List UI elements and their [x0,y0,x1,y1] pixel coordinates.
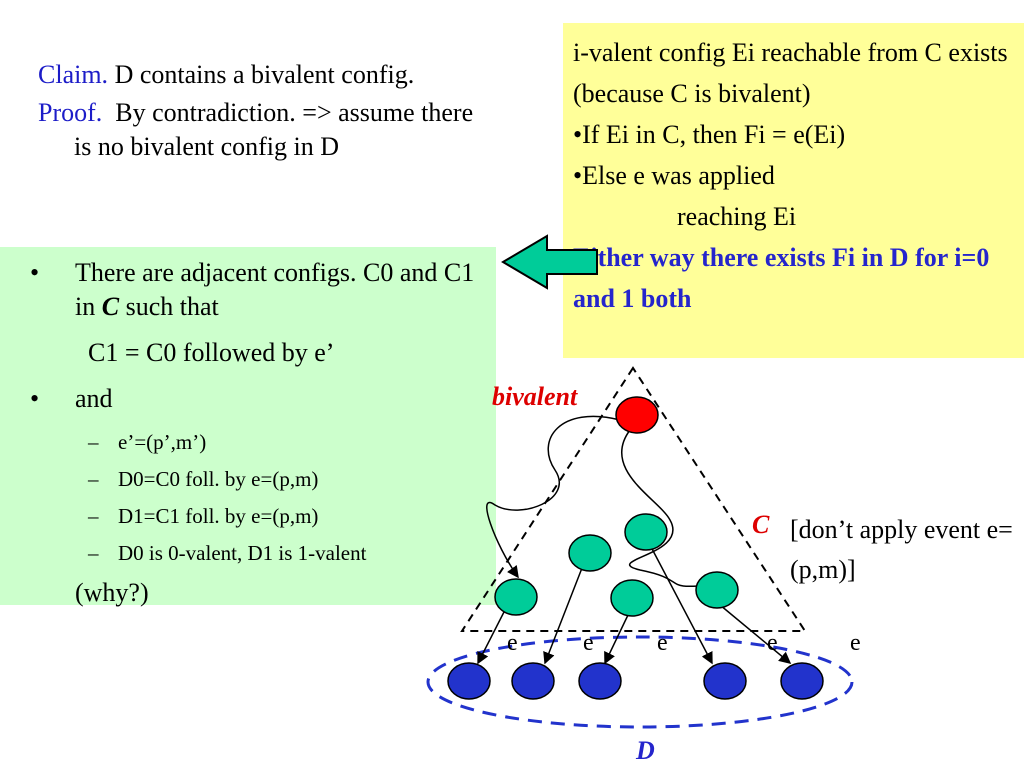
claim-paragraph: Claim. D contains a bivalent config. [38,58,478,92]
bullet-text-1-c: C [101,292,120,321]
proof-keyword: Proof. [38,98,103,127]
d-config-node [703,662,747,700]
sub-item-text: D0=C0 foll. by e=(p,m) [118,467,319,491]
claim-proof-block: Claim. D contains a bivalent config. Pro… [38,58,478,168]
d-config-node [511,662,555,700]
edge-label-e: e [507,630,518,656]
config-node [494,578,538,616]
sub-item-text: D1=C1 foll. by e=(p,m) [118,504,319,528]
d-config-node [447,662,491,700]
bullet-continuation: C1 = C0 followed by e’ [88,338,335,367]
execution-path-left [486,415,621,579]
callout-line-3: •Else e was applied [573,161,775,190]
callout-line-2: •If Ei in C, then Fi = e(Ei) [573,120,846,149]
yellow-callout-box [563,23,1024,358]
sub-item: –D0 is 0-valent, D1 is 1-valent [30,539,496,567]
config-node [568,534,612,572]
edge-arrow [543,567,583,665]
edge-arrow [719,604,792,664]
edge-label-e: e [583,630,594,656]
callout-conclusion: Either way there exists Fi in D for i=0 … [573,243,990,313]
config-node [610,579,654,617]
sub-dash: – [88,430,99,454]
c-set-label: C [752,510,770,539]
why-note: (why?) [75,578,149,607]
bivalent-label: bivalent [492,382,578,411]
left-arrow-icon [501,234,598,290]
sub-item: –e’=(p’,m’) [30,428,496,456]
bullet-text-1a: There are adjacent configs. C0 and C1 in [75,258,475,321]
sub-item: –D1=C1 foll. by e=(p,m) [30,502,496,530]
claim-keyword: Claim. [38,60,109,89]
edge-arrow [604,614,629,665]
edge-label-e: e [850,630,861,656]
bullet-item-and: • and [30,382,496,416]
green-bullet-box [0,247,496,605]
config-node [695,571,739,609]
execution-path-right [621,429,712,593]
sub-item-text: D0 is 0-valent, D1 is 1-valent [118,541,367,565]
edge-label-e: e [657,630,668,656]
bullet-text-1b: such that [119,292,219,321]
bullet-list: • There are adjacent configs. C0 and C1 … [30,256,496,610]
edge-arrow [649,544,713,665]
configuration-ellipse-d [426,635,854,729]
yellow-callout-text: i-valent config Ei reachable from C exis… [573,32,1021,319]
sub-dash: – [88,541,99,565]
claim-text: D contains a bivalent config. [108,60,415,89]
bullet-text-and: and [75,384,113,413]
c-set-note: [don’t apply event e=(p,m)] [790,515,1013,584]
proof-paragraph: Proof. By contradiction. => assume there… [38,96,478,164]
callout-line-4: reaching Ei [677,202,797,231]
sub-dash: – [88,467,99,491]
config-node [624,513,668,551]
configuration-triangle-c [460,366,807,632]
sub-item-text: e’=(p’,m’) [118,430,207,454]
edge-arrow [477,609,506,665]
sub-dash: – [88,504,99,528]
d-config-node [578,662,622,700]
d-set-label: D [636,736,655,765]
sub-item: –D0=C0 foll. by e=(p,m) [30,465,496,493]
callout-line-1: i-valent config Ei reachable from C exis… [573,38,1008,108]
proof-text: By contradiction. => assume there is no … [74,98,480,161]
bullet-item-adjacent-configs: • There are adjacent configs. C0 and C1 … [30,256,496,324]
bullet-dot: • [30,258,40,287]
bullet-dot: • [30,384,40,413]
bivalent-node [615,396,659,434]
d-config-node [780,662,824,700]
edge-label-e: e [767,630,778,656]
